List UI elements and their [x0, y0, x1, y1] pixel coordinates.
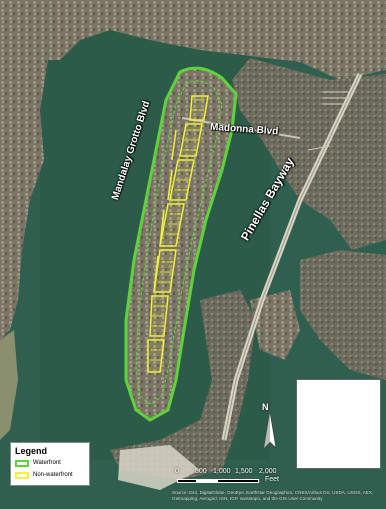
- north-letter: N: [262, 402, 269, 412]
- scale-segment: [217, 479, 259, 483]
- scale-tick: 500: [195, 468, 207, 475]
- map-legend: Legend Waterfront Non-waterfront: [10, 442, 90, 486]
- scale-tick: 1,000: [213, 468, 231, 475]
- legend-label: Waterfront: [33, 460, 61, 466]
- scale-segment: [177, 479, 197, 483]
- locator-inset-map: [296, 379, 381, 469]
- scale-tick: 1,500: [235, 468, 253, 475]
- waterfront-swatch-icon: [15, 459, 29, 467]
- legend-item-waterfront: Waterfront: [15, 458, 85, 468]
- map-credits: Source: Esri, DigitalGlobe, GeoEye, Eart…: [172, 490, 374, 501]
- scale-segment: [197, 479, 217, 483]
- scale-tick: 0: [175, 468, 179, 475]
- scale-bar: 0 500 1,000 1,500 2,000 Feet: [155, 465, 295, 487]
- north-arrow-icon: N: [258, 402, 282, 452]
- scale-tick: 2,000: [259, 468, 277, 475]
- non-waterfront-swatch-icon: [15, 471, 29, 479]
- legend-item-non-waterfront: Non-waterfront: [15, 470, 85, 480]
- scale-unit: Feet: [265, 476, 280, 483]
- legend-label: Non-waterfront: [33, 472, 73, 478]
- legend-title: Legend: [15, 446, 48, 456]
